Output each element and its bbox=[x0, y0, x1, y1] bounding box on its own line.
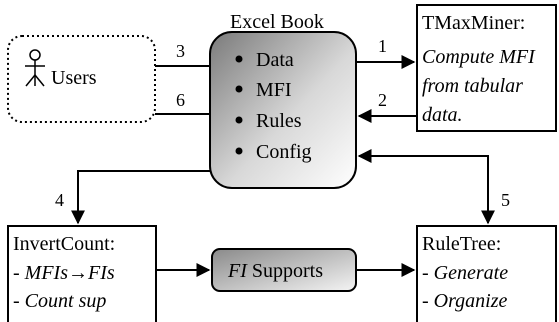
excel-book-item-config: Config bbox=[256, 141, 312, 163]
bullet-icon bbox=[235, 116, 243, 124]
edge-label-3: 3 bbox=[176, 41, 185, 61]
excel-book-item-rules: Rules bbox=[256, 110, 302, 132]
fi-supports-label: FI Supports bbox=[227, 260, 323, 282]
edge-label-2: 2 bbox=[378, 90, 387, 110]
edge-5-arrow bbox=[357, 149, 495, 225]
excel-book-title: Excel Book bbox=[230, 11, 324, 33]
bullet-icon bbox=[235, 85, 243, 93]
fi-supports-node: FI Supports bbox=[211, 248, 357, 292]
tmaxminer-title: TMaxMiner: bbox=[422, 12, 525, 34]
tmaxminer-line-1: Compute MFI bbox=[422, 46, 536, 68]
tmaxminer-node: TMaxMiner: Compute MFI from tabular data… bbox=[416, 4, 557, 132]
invertcount-node: InvertCount: - MFIs→FIs - Count sup bbox=[7, 225, 157, 322]
users-label: Users bbox=[51, 67, 97, 89]
ruletree-node: RuleTree: - Generate - Organize bbox=[416, 225, 557, 322]
edge-label-6: 6 bbox=[176, 90, 185, 110]
ruletree-line-2: - Organize bbox=[422, 290, 507, 312]
invertcount-line-2: - Count sup bbox=[13, 290, 106, 312]
excel-book-node: Data MFI Rules Config bbox=[209, 31, 357, 189]
user-icon bbox=[25, 49, 45, 87]
ruletree-title: RuleTree: bbox=[422, 233, 501, 255]
edge-4-arrow bbox=[71, 170, 210, 225]
ruletree-line-1: - Generate bbox=[422, 262, 508, 284]
edge-label-1: 1 bbox=[378, 36, 387, 56]
edge-label-5: 5 bbox=[501, 190, 510, 210]
excel-book-item-data: Data bbox=[256, 49, 294, 71]
bullet-icon bbox=[235, 55, 243, 63]
invertcount-title: InvertCount: bbox=[13, 233, 115, 255]
tmaxminer-line-2: from tabular bbox=[422, 75, 523, 97]
edge-label-4: 4 bbox=[55, 190, 64, 210]
bullet-icon bbox=[235, 147, 243, 155]
invertcount-line-1: - MFIs→FIs bbox=[13, 262, 115, 284]
excel-book-item-mfi: MFI bbox=[256, 79, 292, 101]
tmaxminer-line-3: data. bbox=[422, 104, 463, 126]
users-node: Users bbox=[7, 35, 156, 123]
